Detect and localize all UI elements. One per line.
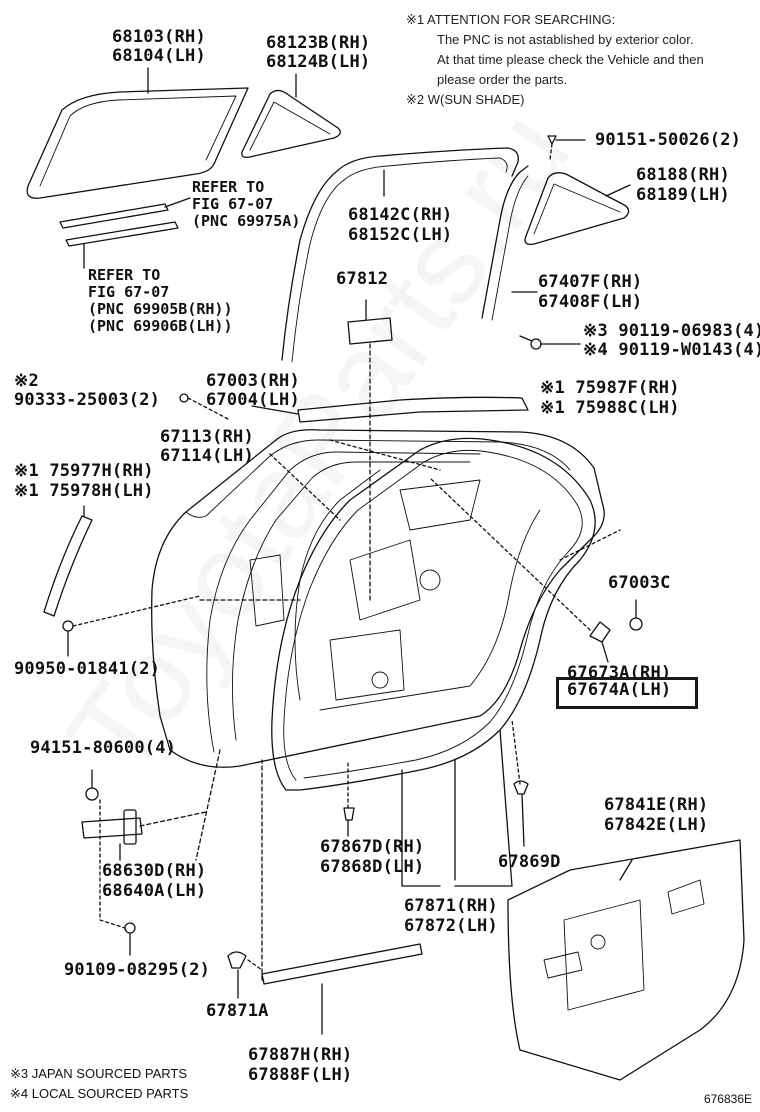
footnote-japan: ※3 JAPAN SOURCED PARTS [10,1066,188,1081]
clip-67673 [589,621,611,643]
part-67872[interactable]: 67872(LH) [404,916,498,936]
part-67003c[interactable]: 67003C [608,573,671,593]
door-glass [26,87,249,199]
part-67842e[interactable]: 67842E(LH) [604,815,709,835]
part-67004[interactable]: 67004(LH) [206,390,300,410]
part-67673a[interactable]: 67673A(RH) [567,664,672,678]
part-67812[interactable]: 67812 [336,269,389,289]
part-75988c[interactable]: ※1 75988C(LH) [540,398,680,418]
rear-quarter-glass [524,172,630,245]
belt-weatherstrip [297,396,529,423]
part-68124b[interactable]: 68124B(LH) [266,52,371,72]
part-67868d[interactable]: 67868D(LH) [320,857,425,877]
part-75987f[interactable]: ※1 75987F(RH) [540,378,680,398]
part-68104[interactable]: 68104(LH) [112,46,206,66]
part-90119-w0143[interactable]: ※4 90119-W0143(4) [583,340,760,360]
part-68142c[interactable]: 68142C(RH) [348,205,453,225]
refer-fig-1[interactable]: FIG 67-07 [192,195,274,213]
footnote-local: ※4 LOCAL SOURCED PARTS [10,1086,189,1101]
attention-line-2: The PNC is not astablished by exterior c… [437,32,694,47]
part-90333[interactable]: 90333-25003(2) [14,390,161,410]
attention-line-5: ※2 W(SUN SHADE) [406,92,525,107]
refer-to-2: REFER TO [88,266,161,284]
refer-fig-2[interactable]: FIG 67-07 [88,283,170,301]
part-68640a[interactable]: 68640A(LH) [102,881,207,901]
mark-2: ※2 [14,371,39,391]
illustration-id: 676836E [703,1092,752,1106]
refer-pnc-1[interactable]: (PNC 69975A) [192,212,301,230]
door-weatherstrip [271,437,596,791]
belt-moulding-strip-2 [65,221,179,247]
part-67113[interactable]: 67113(RH) [160,427,254,447]
part-67871a[interactable]: 67871A [206,1001,269,1021]
door-panel [151,429,605,768]
clip-67871a [227,951,247,969]
part-67114[interactable]: 67114(LH) [160,446,254,466]
part-68189[interactable]: 68189(LH) [636,185,730,205]
part-67407f[interactable]: 67407F(RH) [538,272,643,292]
door-check [81,817,143,839]
part-67869d[interactable]: 67869D [498,852,561,872]
refer-pnc-2b[interactable]: (PNC 69906B(LH)) [88,317,233,335]
part-68188[interactable]: 68188(RH) [636,165,730,185]
attention-line-4: please order the parts. [437,72,568,87]
part-67674a[interactable]: 67674A(LH) [567,680,672,700]
part-67871[interactable]: 67871(RH) [404,896,498,916]
part-67841e[interactable]: 67841E(RH) [604,795,709,815]
part-94151[interactable]: 94151-80600(4) [30,738,177,758]
belt-moulding-strip [59,203,169,229]
part-90950[interactable]: 90950-01841(2) [14,659,161,679]
part-67003[interactable]: 67003(RH) [206,371,300,391]
part-90119-06983[interactable]: ※3 90119-06983(4) [583,321,760,341]
part-90151[interactable]: 90151-50026(2) [595,130,742,150]
part-67888f[interactable]: 67888F(LH) [248,1065,353,1085]
screw-90151 [547,135,557,145]
quarter-glass [241,89,341,158]
refer-to-1: REFER TO [192,178,265,196]
highlight-box [556,677,698,709]
clip-67869 [513,780,529,795]
part-68123b[interactable]: 68123B(RH) [266,33,371,53]
part-67408f[interactable]: 67408F(LH) [538,292,643,312]
service-hole-cover [507,839,745,1081]
pad-67812 [347,317,393,345]
part-75978h[interactable]: ※1 75978H(LH) [14,481,154,501]
division-bar [481,165,529,319]
garnish-strip [43,515,93,617]
run-channel [281,147,519,361]
part-68103[interactable]: 68103(RH) [112,27,206,47]
part-68152c[interactable]: 68152C(LH) [348,225,453,245]
clip-67867 [343,807,355,821]
part-68630d[interactable]: 68630D(RH) [102,861,207,881]
attention-line-3: At that time please check the Vehicle an… [437,52,704,67]
refer-pnc-2a[interactable]: (PNC 69905B(RH)) [88,300,233,318]
attention-line-1: ※1 ATTENTION FOR SEARCHING: [406,12,616,27]
part-75977h[interactable]: ※1 75977H(RH) [14,461,154,481]
rocker-moulding [261,943,423,985]
part-67887h[interactable]: 67887H(RH) [248,1045,353,1065]
part-90109[interactable]: 90109-08295(2) [64,960,211,980]
part-67867d[interactable]: 67867D(RH) [320,837,425,857]
